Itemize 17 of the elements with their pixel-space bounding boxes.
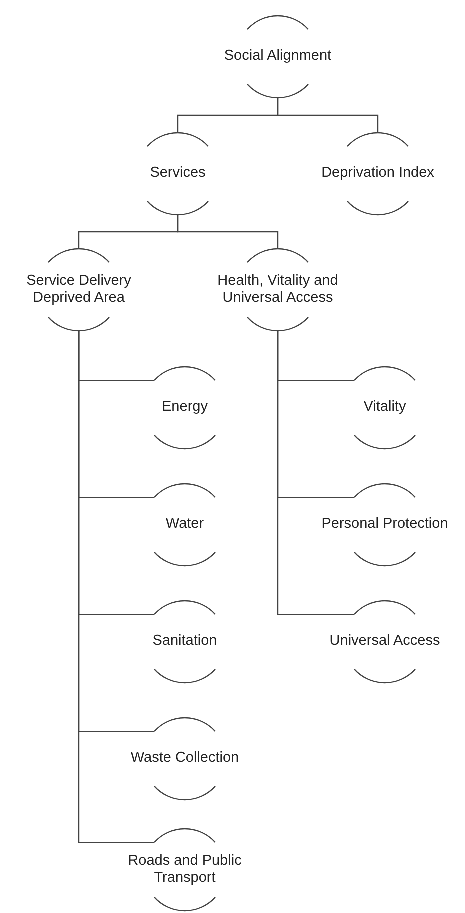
connector-line — [78, 331, 155, 844]
connector-line — [277, 331, 355, 616]
connector-line — [277, 98, 379, 133]
node-label: Deprivation Index — [322, 165, 434, 183]
node-label: Service Delivery Deprived Area — [26, 272, 132, 308]
node-label: Water — [166, 516, 204, 534]
node-label: Universal Access — [330, 633, 440, 651]
node-label: Energy — [162, 399, 208, 417]
node-label: Sanitation — [152, 633, 218, 651]
node-label: Services — [150, 165, 206, 183]
node-label: Personal Protection — [322, 516, 448, 534]
node-label: Vitality — [364, 399, 406, 417]
node-label: Waste Collection — [130, 750, 240, 768]
node-label: Roads and Public Transport — [127, 852, 243, 888]
connector-line — [177, 215, 279, 249]
node-label: Health, Vitality and Universal Access — [216, 272, 340, 308]
node-label: Social Alignment — [224, 48, 332, 66]
